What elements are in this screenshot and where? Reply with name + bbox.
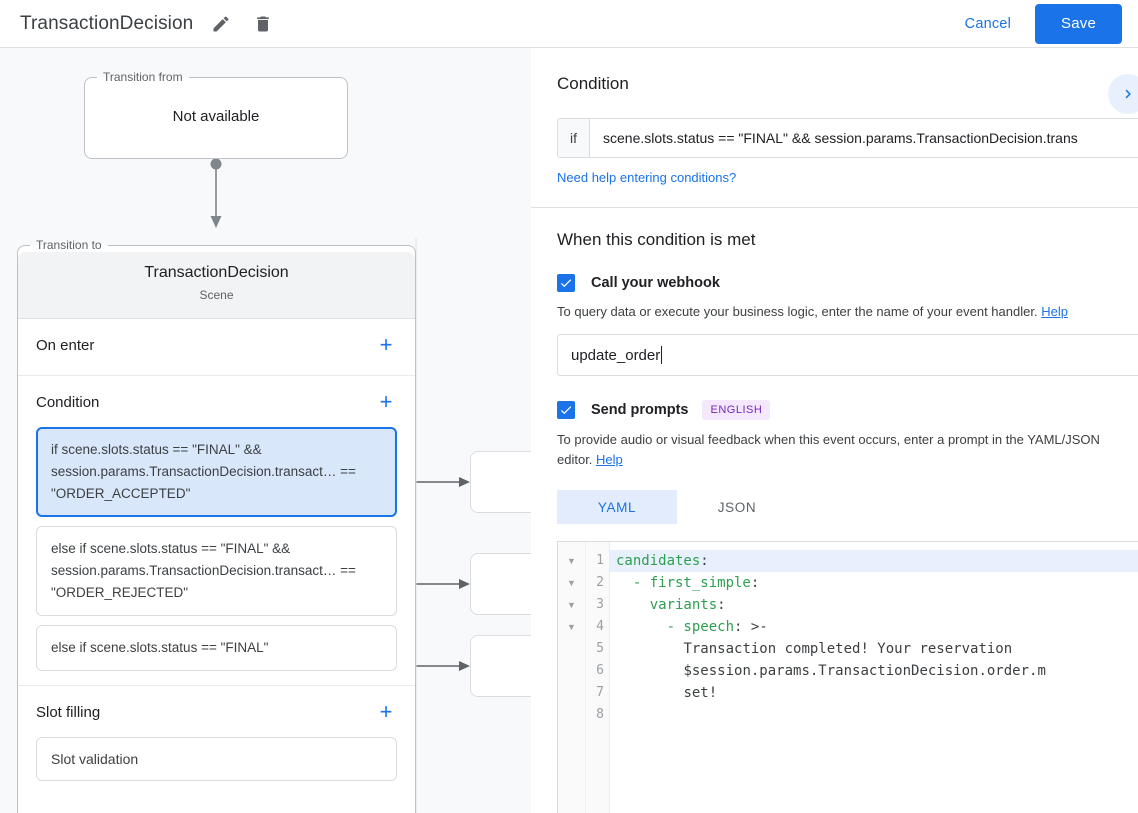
transition-from-box: Transition from Not available <box>84 70 348 159</box>
top-bar: TransactionDecision Cancel Save <box>0 0 1138 48</box>
section-head-on-enter: On enter + <box>36 329 397 361</box>
fold-arrow-icon[interactable]: ▼ <box>567 599 576 610</box>
target-node-1[interactable] <box>470 451 531 513</box>
cancel-button[interactable]: Cancel <box>964 15 1011 32</box>
section-slot-filling: Slot filling + Slot validation <box>18 686 415 795</box>
code-line[interactable]: candidates: <box>610 550 1138 572</box>
fold-placeholder <box>558 682 585 704</box>
add-slot-filling-button[interactable]: + <box>379 699 393 724</box>
webhook-checkbox-label: Call your webhook <box>591 275 720 291</box>
save-button[interactable]: Save <box>1035 3 1122 44</box>
webhook-checkbox[interactable] <box>557 274 575 292</box>
section-title-on-enter: On enter <box>36 336 95 354</box>
condition-expression-input[interactable]: scene.slots.status == "FINAL" && session… <box>603 130 1078 146</box>
section-title-condition: Condition <box>36 393 100 411</box>
slot-validation-item[interactable]: Slot validation <box>36 737 397 781</box>
transition-to-legend: Transition to <box>36 238 102 252</box>
fold-placeholder <box>558 704 585 726</box>
code-line[interactable]: - first_simple: <box>632 575 760 591</box>
flow-canvas[interactable]: Transition from Not available Transition… <box>0 48 531 813</box>
webhook-description-text: To query data or execute your business l… <box>557 304 1038 319</box>
line-number: 2 <box>596 575 604 590</box>
scene-name: TransactionDecision <box>144 264 289 281</box>
transition-from-value: Not available <box>172 107 260 125</box>
condition-if-prefix: if <box>558 119 590 157</box>
webhook-checkbox-row: Call your webhook <box>557 274 1112 292</box>
editor-code-area[interactable]: candidates: - first_simple: variants: - … <box>610 542 1138 813</box>
condition-help-link[interactable]: Need help entering conditions? <box>557 170 737 185</box>
code-line[interactable]: set! <box>683 685 718 701</box>
fold-arrow-icon[interactable]: ▼ <box>567 577 576 588</box>
condition-card[interactable]: else if scene.slots.status == "FINAL" &&… <box>36 526 397 616</box>
section-head-slot-filling: Slot filling + <box>36 696 397 728</box>
condition-card-selected[interactable]: if scene.slots.status == "FINAL" && sess… <box>36 427 397 517</box>
editor-fold-gutter: ▼ ▼ ▼ ▼ <box>558 542 586 813</box>
yaml-editor[interactable]: ▼ ▼ ▼ ▼ 1 2 3 4 5 6 7 8 candidates: - first_simple… <box>557 541 1138 813</box>
line-number: 5 <box>596 641 604 656</box>
editor-line-numbers: 1 2 3 4 5 6 7 8 <box>586 542 610 813</box>
section-condition: Condition + if scene.slots.status == "FI… <box>18 376 415 686</box>
transition-to-box: Transition to TransactionDecision Scene … <box>17 238 416 813</box>
condition-section-header: Condition <box>557 48 1112 94</box>
prompts-checkbox-row: Send prompts ENGLISH <box>557 400 1112 420</box>
transition-from-legend: Transition from <box>103 70 183 84</box>
when-condition-met-section: When this condition is met Call your web… <box>531 208 1138 524</box>
webhook-handler-value: update_order <box>571 346 661 364</box>
fold-arrow-icon[interactable]: ▼ <box>567 621 576 632</box>
target-node-2[interactable] <box>470 553 531 615</box>
fold-arrow-icon[interactable]: ▼ <box>567 555 576 566</box>
condition-heading: Condition <box>557 74 629 93</box>
section-title-slot-filling: Slot filling <box>36 703 101 721</box>
line-number: 3 <box>596 597 604 612</box>
fold-placeholder <box>558 660 585 682</box>
trash-icon[interactable] <box>249 10 277 38</box>
prompts-description-text: To provide audio or visual feedback when… <box>557 432 1100 467</box>
language-badge: ENGLISH <box>702 400 771 420</box>
tab-yaml[interactable]: YAML <box>557 490 677 524</box>
scene-header: TransactionDecision Scene <box>18 252 415 319</box>
add-on-enter-button[interactable]: + <box>379 332 393 357</box>
prompts-help-link[interactable]: Help <box>596 452 623 467</box>
chevron-right-icon[interactable] <box>1108 74 1138 114</box>
text-caret <box>661 346 663 364</box>
section-head-condition: Condition + <box>36 386 397 418</box>
condition-card[interactable]: else if scene.slots.status == "FINAL" <box>36 625 397 671</box>
condition-input-row[interactable]: if scene.slots.status == "FINAL" && sess… <box>557 118 1138 158</box>
prompts-checkbox[interactable] <box>557 401 575 419</box>
code-line[interactable]: $session.params.TransactionDecision.orde… <box>683 663 1046 679</box>
page-title: TransactionDecision <box>20 12 194 34</box>
editor-format-tabs: YAML JSON <box>557 490 1112 524</box>
code-line[interactable]: - speech: >- <box>666 619 768 635</box>
webhook-description: To query data or execute your business l… <box>557 302 1112 322</box>
code-line[interactable] <box>610 704 1138 726</box>
prompts-checkbox-label: Send prompts <box>591 402 689 418</box>
prompts-description: To provide audio or visual feedback when… <box>557 430 1112 470</box>
webhook-help-link[interactable]: Help <box>1041 304 1068 319</box>
fold-placeholder <box>558 638 585 660</box>
scene-type: Scene <box>199 288 234 302</box>
panel-divider <box>531 207 1138 208</box>
when-condition-met-heading: When this condition is met <box>557 230 756 249</box>
code-line[interactable]: variants: <box>649 597 726 613</box>
target-node-3[interactable] <box>470 635 531 697</box>
condition-section: Condition if scene.slots.status == "FINA… <box>531 48 1138 187</box>
line-number: 1 <box>596 553 604 568</box>
code-line[interactable]: Transaction completed! Your reservation <box>683 641 1013 657</box>
webhook-handler-input[interactable]: update_order <box>557 334 1138 376</box>
section-on-enter: On enter + <box>18 319 415 376</box>
line-number: 4 <box>596 619 604 634</box>
tab-json[interactable]: JSON <box>717 499 757 515</box>
line-number: 8 <box>596 707 604 722</box>
add-condition-button[interactable]: + <box>379 389 393 414</box>
line-number: 7 <box>596 685 604 700</box>
pencil-icon[interactable] <box>207 10 235 38</box>
line-number: 6 <box>596 663 604 678</box>
flow-canvas-inner: Transition from Not available Transition… <box>0 48 531 813</box>
